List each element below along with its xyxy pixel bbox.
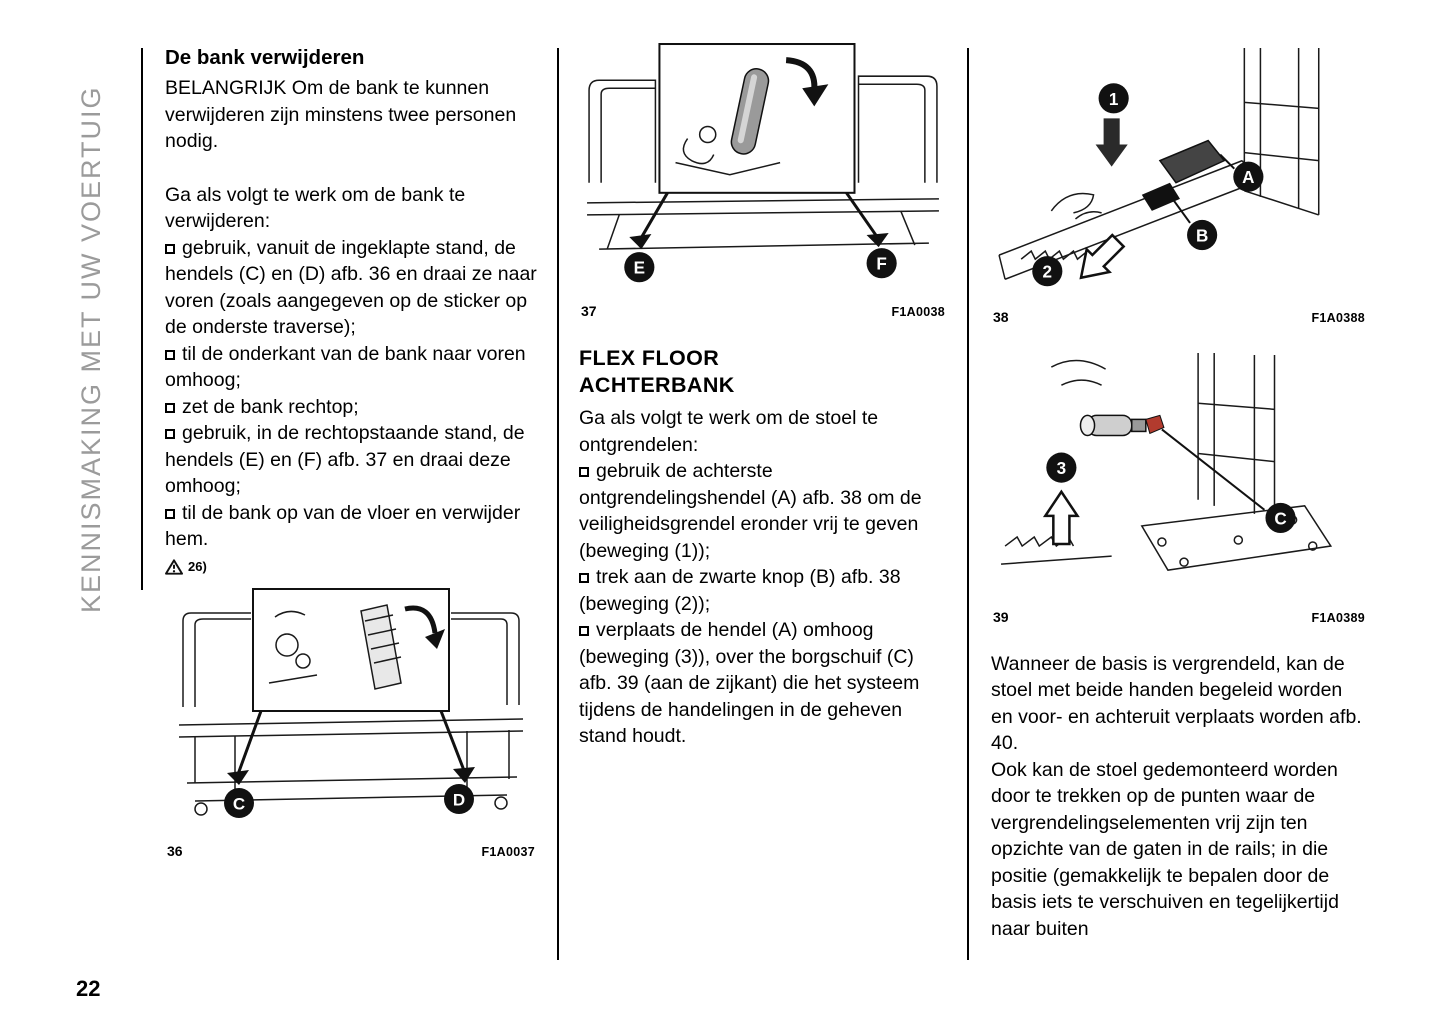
- release-lever: [1158, 139, 1226, 184]
- figure-code: F1A0038: [891, 305, 945, 320]
- instruction-item: trek aan de zwarte knop (B) afb. 38 (bew…: [579, 564, 947, 617]
- instruction-text: til de bank op van de vloer en verwijder…: [165, 501, 521, 551]
- page-number: 22: [76, 976, 101, 1001]
- figure-38: 1 A B 2: [991, 42, 1367, 325]
- instruction-text: zet de bank rechtop;: [182, 395, 359, 418]
- figure-code: F1A0389: [1311, 610, 1365, 625]
- column-divider-1: [557, 48, 559, 960]
- callout-3-badge: 3: [1046, 452, 1077, 484]
- callout-e-label: E: [634, 259, 645, 278]
- instruction-item: zet de bank rechtop;: [165, 394, 537, 421]
- callout-f-badge: F: [866, 248, 897, 279]
- figure-38-caption: 38 F1A0388: [991, 309, 1367, 325]
- square-bullet-icon: [165, 429, 175, 439]
- warning-triangle-icon: [165, 558, 183, 575]
- figure-36: C D 36 F1A0037: [165, 587, 537, 859]
- callout-a-label: A: [1242, 168, 1254, 187]
- figure-number: 38: [993, 309, 1009, 326]
- square-bullet-icon: [165, 508, 175, 519]
- flex-floor-heading: FLEX FLOOR ACHTERBANK: [579, 345, 947, 399]
- warning-note: 26): [188, 559, 207, 574]
- figure-number: 36: [167, 842, 183, 859]
- figure-39-illustration: C 3: [1001, 353, 1333, 572]
- figure-code: F1A0037: [481, 844, 535, 859]
- square-bullet-icon: [165, 349, 175, 360]
- callout-c-label: C: [1274, 510, 1286, 529]
- lock-slider: [1079, 414, 1165, 437]
- figure-36-caption: 36 F1A0037: [165, 843, 537, 859]
- square-bullet-icon: [165, 402, 175, 413]
- black-knob: [1141, 182, 1181, 211]
- figure-37: E F 37 F1A0038: [579, 42, 947, 319]
- instruction-item: til de onderkant van de bank naar voren …: [165, 341, 537, 394]
- instruction-text: til de onderkant van de bank naar voren …: [165, 342, 526, 392]
- instruction-text: trek aan de zwarte knop (B) afb. 38 (bew…: [579, 566, 901, 615]
- arrow-down-icon: [1095, 118, 1128, 167]
- lead-paragraph: Ga als volgt te werk om de bank te verwi…: [165, 183, 466, 233]
- figure-39: C 3 39 F1A0389: [991, 349, 1367, 625]
- instruction-item: gebruik de achterste ontgrendelingshende…: [579, 458, 947, 564]
- callout-1-badge: 1: [1098, 83, 1129, 114]
- chapter-title-vertical: KENNISMAKING MET UW VOERTUIG: [76, 85, 106, 613]
- callout-b-label: B: [1196, 227, 1208, 246]
- instruction-text: gebruik, in de rechtopstaande stand, de …: [165, 422, 525, 497]
- figure-36-illustration: C D: [178, 587, 524, 818]
- figure-code: F1A0388: [1311, 311, 1365, 326]
- square-bullet-icon: [579, 573, 589, 584]
- sidebar-divider: [141, 48, 143, 590]
- square-bullet-icon: [165, 243, 175, 254]
- body-paragraph: Ook kan de stoel gedemonteerd worden doo…: [991, 758, 1339, 940]
- arrow-down-left-icon: [1079, 233, 1126, 280]
- warning-reference: 26): [165, 558, 537, 575]
- intro-paragraph: BELANGRIJK Om de bank te kunnen verwijde…: [165, 77, 517, 152]
- callout-2-badge: 2: [1032, 256, 1063, 287]
- callout-e-badge: E: [624, 252, 655, 283]
- callout-1-label: 1: [1109, 90, 1119, 109]
- figure-37-caption: 37 F1A0038: [579, 303, 947, 319]
- figure-number: 37: [581, 303, 597, 320]
- instruction-item: gebruik, in de rechtopstaande stand, de …: [165, 420, 537, 500]
- lead-paragraph: Ga als volgt te werk om de stoel te ontg…: [579, 407, 879, 456]
- callout-c-badge: C: [224, 787, 254, 818]
- column-3-text: Wanneer de basis is vergrendeld, kan de …: [991, 651, 1367, 943]
- column-1: De bank verwijderen BELANGRIJK Om de ban…: [165, 46, 537, 859]
- figure-number: 39: [993, 608, 1009, 625]
- section-heading: De bank verwijderen: [165, 46, 365, 69]
- body-paragraph: Wanneer de basis is vergrendeld, kan de …: [991, 652, 1362, 755]
- arrow-up-icon: [1042, 489, 1080, 546]
- square-bullet-icon: [579, 626, 589, 637]
- instruction-item: gebruik, vanuit de ingeklapte stand, de …: [165, 235, 537, 341]
- flex-floor-heading-line1: FLEX FLOOR: [579, 346, 720, 371]
- instruction-item: verplaats de hendel (A) omhoog (beweging…: [579, 617, 947, 750]
- callout-b-badge: B: [1187, 219, 1218, 251]
- figure-39-caption: 39 F1A0389: [991, 609, 1367, 625]
- callout-d-label: D: [453, 790, 465, 809]
- instruction-text: verplaats de hendel (A) omhoog (beweging…: [579, 619, 920, 748]
- callout-d-badge: D: [444, 783, 474, 814]
- callout-2-label: 2: [1043, 263, 1053, 282]
- callout-a-badge: A: [1233, 161, 1264, 192]
- square-bullet-icon: [579, 467, 589, 478]
- instruction-text: gebruik de achterste ontgrendelingshende…: [579, 460, 922, 562]
- instruction-item: til de bank op van de vloer en verwijder…: [165, 500, 537, 553]
- column-divider-2: [967, 48, 969, 960]
- rotate-arrow-icon: [785, 57, 818, 91]
- callout-3-label: 3: [1057, 460, 1067, 479]
- column-3: 1 A B 2: [991, 42, 1367, 942]
- callout-c-label: C: [233, 794, 245, 813]
- figure-37-illustration: E F: [587, 43, 939, 283]
- callout-c-badge: C: [1265, 503, 1296, 534]
- column-2: E F 37 F1A0038 FLEX FLOOR ACHTERBANK Ga …: [579, 42, 947, 750]
- figure-38-illustration: 1 A B 2: [998, 48, 1320, 287]
- flex-floor-heading-line2: ACHTERBANK: [579, 373, 735, 398]
- instruction-text: gebruik, vanuit de ingeklapte stand, de …: [165, 236, 537, 339]
- rotate-arrow-icon: [404, 605, 438, 633]
- callout-f-label: F: [876, 255, 886, 274]
